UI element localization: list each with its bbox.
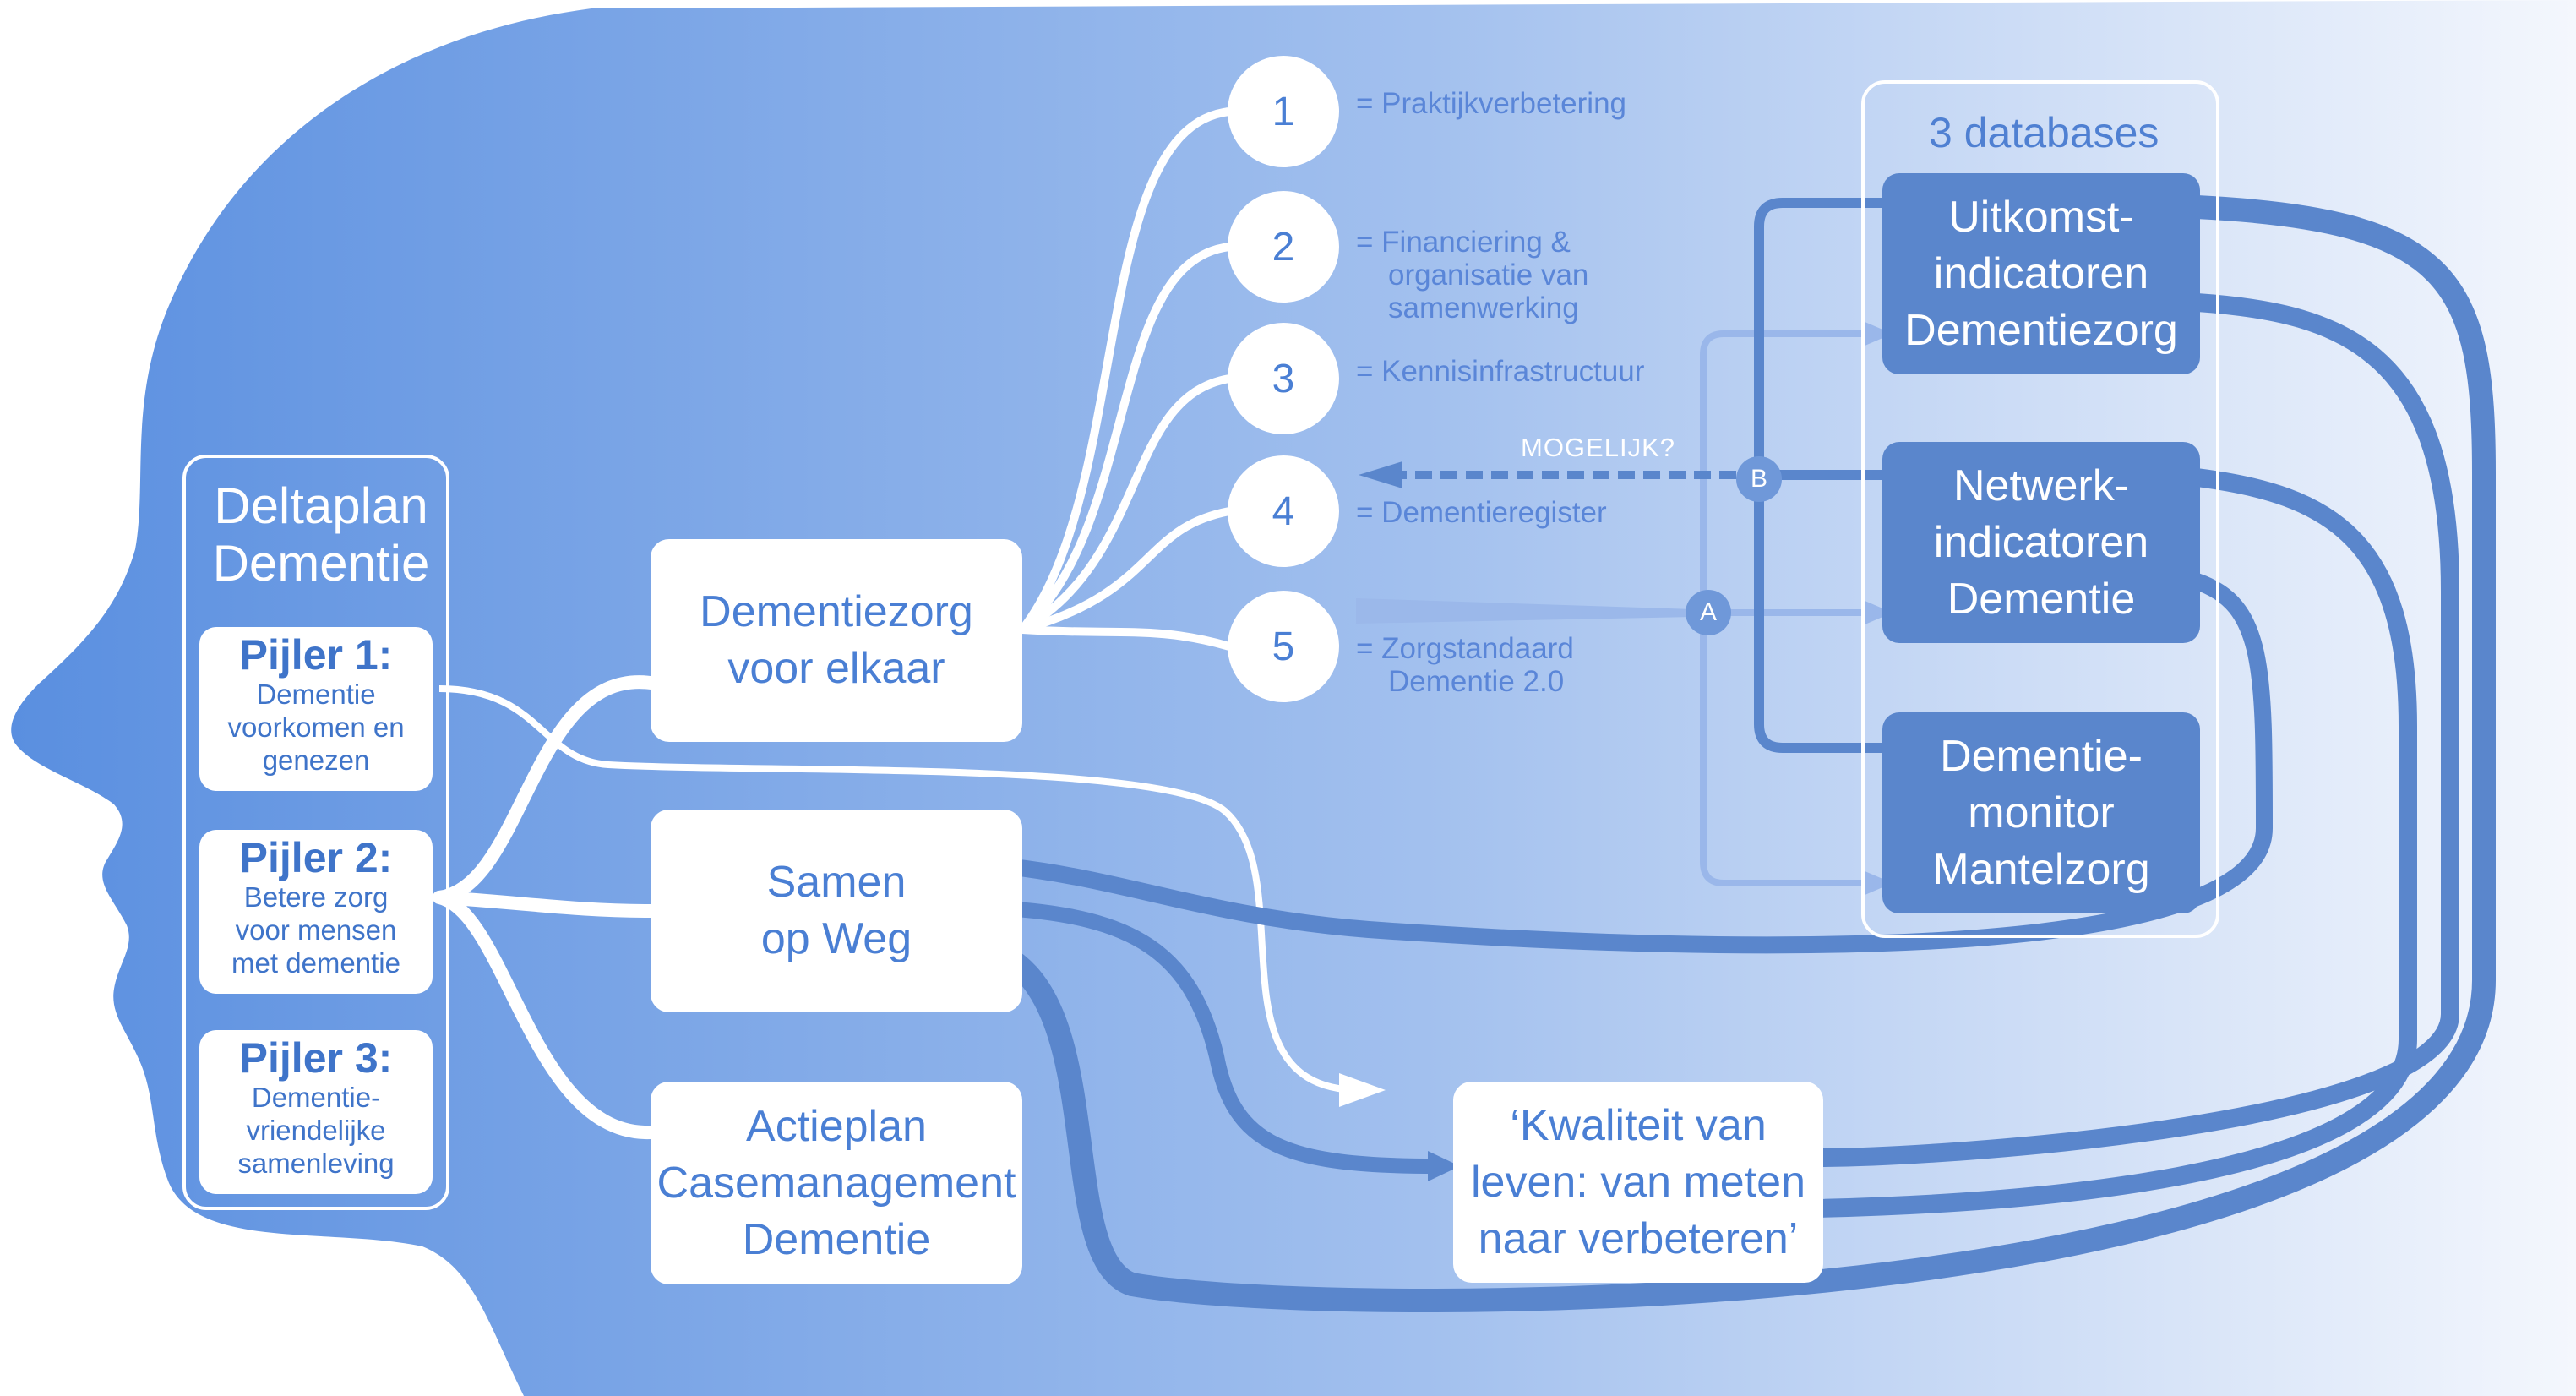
db1-line1: Uitkomst- — [1948, 192, 2134, 242]
actieplan-line1: Actieplan — [746, 1101, 927, 1151]
theme-circle-5: 5 — [1228, 591, 1339, 702]
db3-line2: monitor — [1968, 788, 2115, 837]
database-mantelzorg: Dementie- monitor Mantelzorg — [1882, 712, 2200, 913]
marker-b: B — [1736, 456, 1782, 502]
actieplan-box: Actieplan Casemanagement Dementie — [651, 1082, 1022, 1284]
pillar-1-line2: voorkomen en — [227, 712, 405, 743]
theme-circle-4: 4 — [1228, 455, 1339, 567]
mogelijk-label: MOGELIJK? — [1521, 433, 1675, 462]
db3-line3: Mantelzorg — [1932, 844, 2150, 894]
theme-note-5-line1: = Zorgstandaard — [1356, 632, 1574, 665]
pillar1-to-kwaliteit-arrow — [438, 685, 1362, 1093]
theme-note-2-line2: organisatie van — [1388, 259, 1589, 292]
dementiezorg-box: Dementiezorg voor elkaar — [651, 539, 1022, 742]
feedback-loops — [999, 195, 2496, 1312]
db2-line1: Netwerk- — [1952, 461, 2130, 510]
theme-note-3-line1: = Kennisinfrastructuur — [1356, 355, 1645, 388]
theme-note-5: = Zorgstandaard Dementie 2.0 — [1356, 632, 1574, 698]
deltaplan-frame — [182, 455, 449, 1210]
marker-a: A — [1686, 590, 1731, 635]
deltaplan-title-line2: Dementie — [212, 535, 430, 592]
samen-line2: op Weg — [760, 914, 912, 963]
pillar-3: Pijler 3: Dementie- vriendelijke samenle… — [199, 1030, 433, 1194]
pillar-2-line2: voor mensen — [235, 914, 397, 946]
actieplan-line2: Casemanagement — [656, 1158, 1016, 1208]
pillar-3-line1: Dementie- — [251, 1082, 381, 1113]
samen-op-weg-box: Samen op Weg — [651, 810, 1022, 1012]
pillar-2: Pijler 2: Betere zorg voor mensen met de… — [199, 830, 433, 994]
theme-note-1: = Praktijkverbetering — [1356, 87, 1626, 120]
database-netwerk: Netwerk- indicatoren Dementie — [1882, 442, 2200, 643]
pillar-3-line3: samenleving — [237, 1148, 395, 1179]
pillar-2-title: Pijler 2: — [239, 834, 393, 881]
pillar-2-line3: met dementie — [231, 947, 400, 979]
db3-line1: Dementie- — [1940, 731, 2143, 781]
pillar-connectors — [433, 675, 657, 1140]
theme-note-1-line1: = Praktijkverbetering — [1356, 87, 1627, 120]
pillar-3-title: Pijler 3: — [239, 1034, 393, 1082]
theme-connectors — [1019, 107, 1231, 651]
theme-circle-3: 3 — [1228, 323, 1339, 434]
db2-line2: indicatoren — [1933, 517, 2149, 567]
theme-note-4: = Dementieregister — [1356, 496, 1607, 529]
dementiezorg-line1: Dementiezorg — [700, 587, 973, 636]
kwaliteit-box: ‘Kwaliteit van leven: van meten naar ver… — [1453, 1082, 1823, 1283]
kwaliteit-line3: naar verbeteren’ — [1478, 1213, 1799, 1263]
pillar-2-line1: Betere zorg — [243, 881, 389, 913]
db1-line2: indicatoren — [1933, 248, 2149, 298]
theme-note-2-line3: samenwerking — [1388, 292, 1579, 324]
pillar-1: Pijler 1: Dementie voorkomen en genezen — [199, 627, 433, 791]
theme-note-2-line1: = Financiering & — [1356, 226, 1571, 259]
databases-title: 3 databases — [1929, 109, 2159, 156]
pillar-1-line1: Dementie — [256, 679, 376, 710]
zorgstandaard-wedge — [1356, 598, 1694, 624]
databases-frame — [1861, 80, 2219, 938]
theme-note-4-line1: = Dementieregister — [1356, 496, 1607, 529]
database-uitkomst: Uitkomst- indicatoren Dementiezorg — [1882, 173, 2200, 374]
theme-circle-2: 2 — [1228, 191, 1339, 303]
samen-line1: Samen — [766, 858, 907, 907]
theme-circle-1: 1 — [1228, 56, 1339, 167]
pillar-1-title: Pijler 1: — [239, 631, 393, 679]
pillar-1-line3: genezen — [262, 744, 370, 776]
dementiezorg-line2: voor elkaar — [727, 644, 945, 693]
db1-line3: Dementiezorg — [1904, 305, 2178, 355]
actieplan-line3: Dementie — [742, 1214, 931, 1264]
theme-note-3: = Kennisinfrastructuur — [1356, 355, 1644, 388]
deltaplan-title-line1: Deltaplan — [214, 477, 428, 534]
kwaliteit-line1: ‘Kwaliteit van — [1510, 1100, 1767, 1150]
pillar-3-line2: vriendelijke — [246, 1115, 386, 1146]
kwaliteit-line2: leven: van meten — [1470, 1157, 1806, 1207]
db2-line3: Dementie — [1947, 574, 2136, 624]
theme-note-5-line2: Dementie 2.0 — [1388, 665, 1565, 698]
theme-note-2: = Financiering & organisatie van samenwe… — [1356, 226, 1588, 324]
